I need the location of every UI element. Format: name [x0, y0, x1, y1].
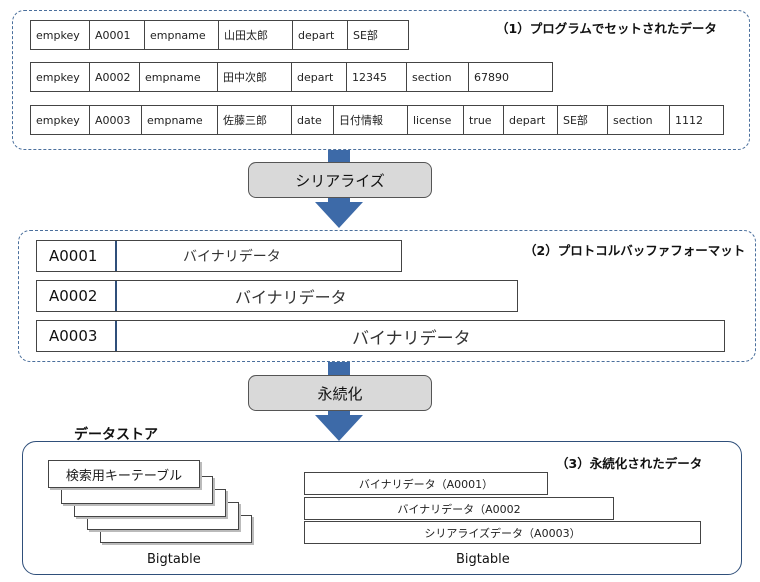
- record-cell: A0002: [90, 62, 140, 92]
- protobuf-key: A0003: [37, 321, 117, 351]
- record-row-a0001: empkey A0001 empname 山田太郎 depart SE部: [30, 20, 409, 50]
- record-cell: empname: [140, 62, 218, 92]
- record-cell: 67890: [469, 62, 553, 92]
- record-cell: license: [408, 105, 464, 135]
- record-cell: SE部: [558, 105, 608, 135]
- persisted-data-title: （3）永続化されたデータ: [556, 456, 703, 471]
- program-data-title: （1）プログラムでセットされたデータ: [496, 21, 717, 36]
- record-cell: 田中次郎: [218, 62, 292, 92]
- record-cell: 12345: [347, 62, 407, 92]
- program-data-panel: [12, 10, 750, 150]
- record-cell: empkey: [30, 62, 90, 92]
- record-cell: 1112: [670, 105, 724, 135]
- record-cell: empname: [142, 105, 218, 135]
- record-cell: depart: [504, 105, 558, 135]
- record-cell: section: [608, 105, 670, 135]
- record-cell: empkey: [30, 20, 90, 50]
- record-cell: SE部: [348, 20, 409, 50]
- persist-step: 永続化: [248, 375, 432, 411]
- record-cell: date: [292, 105, 334, 135]
- record-cell: 山田太郎: [219, 20, 293, 50]
- record-cell: true: [464, 105, 504, 135]
- down-arrow-icon: [315, 202, 363, 228]
- datastore-label: データストア: [74, 427, 158, 443]
- record-row-a0003: empkey A0003 empname 佐藤三郎 date 日付情報 lice…: [30, 105, 724, 135]
- record-cell: A0003: [90, 105, 142, 135]
- record-cell: 佐藤三郎: [218, 105, 292, 135]
- protobuf-row-a0003: A0003 バイナリデータ: [36, 320, 725, 352]
- protobuf-key: A0002: [37, 281, 117, 311]
- stored-row-a0002: バイナリデータ（A0002: [304, 497, 614, 520]
- protobuf-value: バイナリデータ: [235, 288, 347, 307]
- flow-arrow-shaft: [328, 362, 350, 378]
- record-cell: depart: [292, 62, 347, 92]
- stored-row-a0003: シリアライズデータ（A0003）: [304, 521, 701, 544]
- record-cell: depart: [293, 20, 348, 50]
- record-cell: section: [407, 62, 469, 92]
- record-cell: empkey: [30, 105, 90, 135]
- protobuf-key: A0001: [37, 241, 117, 271]
- record-cell: empname: [145, 20, 219, 50]
- protobuf-panel: [18, 230, 756, 362]
- protobuf-row-a0001: A0001 バイナリデータ: [36, 240, 402, 272]
- protobuf-value: バイナリデータ: [352, 328, 471, 349]
- index-table-card: 検索用キーテーブル: [48, 460, 200, 488]
- index-table-label: 検索用キーテーブル: [65, 468, 183, 484]
- serialize-step: シリアライズ: [248, 162, 432, 198]
- protobuf-value: バイナリデータ: [183, 249, 281, 265]
- protobuf-title: （2）プロトコルバッファフォーマット: [524, 243, 746, 258]
- right-bigtable-label: Bigtable: [456, 552, 510, 567]
- down-arrow-icon: [315, 415, 363, 441]
- stored-row-a0001: バイナリデータ（A0001）: [304, 472, 548, 495]
- left-bigtable-label: Bigtable: [147, 552, 201, 567]
- record-row-a0002: empkey A0002 empname 田中次郎 depart 12345 s…: [30, 62, 553, 92]
- record-cell: A0001: [90, 20, 145, 50]
- record-cell: 日付情報: [334, 105, 408, 135]
- protobuf-row-a0002: A0002 バイナリデータ: [36, 280, 518, 312]
- flow-arrow-shaft: [328, 150, 350, 164]
